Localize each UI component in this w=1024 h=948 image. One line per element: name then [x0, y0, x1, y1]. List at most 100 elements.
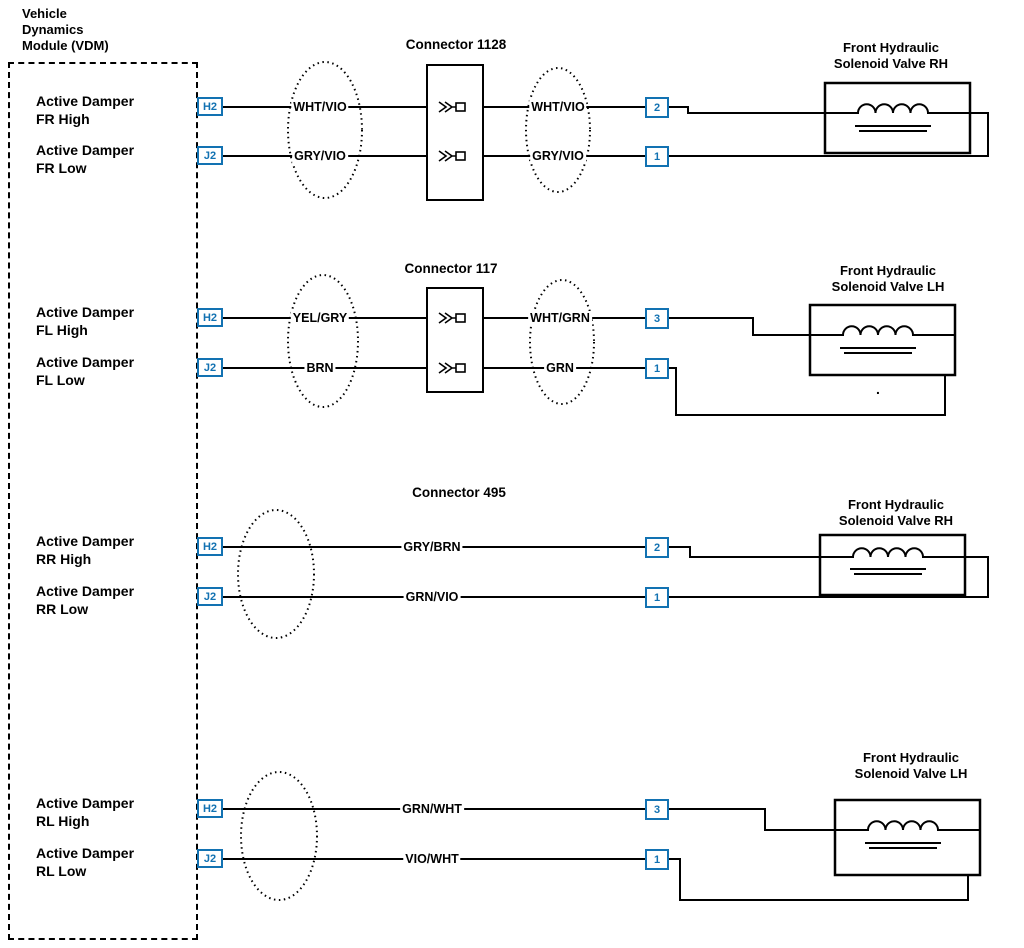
- harness-ellipse: [529, 279, 595, 405]
- signal-line: RL High: [36, 813, 90, 829]
- connector-117-label: Connector 117: [404, 261, 498, 276]
- signal-line: RR High: [36, 551, 92, 567]
- coil-icon: [810, 325, 955, 354]
- vdm-module-boundary: [8, 62, 198, 940]
- wire-label-fr-low-right: GRY/VIO: [530, 149, 586, 164]
- harness-ellipse: [287, 61, 363, 199]
- wire-label-rr-low: GRN/VIO: [403, 590, 461, 605]
- signal-line: Active Damper: [36, 354, 135, 370]
- signal-line: Active Damper: [36, 304, 135, 320]
- terminal-symbol: [438, 150, 456, 162]
- valve-label-fr: Front Hydraulic Solenoid Valve RH: [834, 40, 948, 72]
- signal-line: RR Low: [36, 601, 89, 617]
- signal-label-fr-low: Active Damper FR Low: [36, 141, 134, 177]
- connector-1128-label: Connector 1128: [405, 37, 507, 52]
- valve-pin-rl-low: 1: [645, 849, 669, 870]
- module-title: Vehicle Dynamics Module (VDM): [22, 6, 109, 54]
- terminal-symbol: [438, 312, 456, 324]
- harness-ellipse: [525, 67, 591, 193]
- harness-ellipse: [287, 274, 359, 408]
- terminal-symbol: [455, 363, 466, 373]
- wire-label-fl-high-right: WHT/GRN: [528, 311, 592, 326]
- valve-label-line: Solenoid Valve LH: [831, 279, 945, 294]
- signal-label-fl-low: Active Damper FL Low: [36, 353, 134, 389]
- valve-box-rr: [818, 533, 967, 597]
- valve-label-line: Front Hydraulic: [847, 497, 945, 512]
- valve-box-rl: [833, 798, 982, 877]
- signal-line: FL High: [36, 322, 88, 338]
- wire-rl-low: [223, 858, 969, 901]
- module-title-line: Module (VDM): [22, 38, 109, 53]
- valve-label-line: Solenoid Valve LH: [854, 766, 968, 781]
- wire-label-fr-low-left: GRY/VIO: [292, 149, 348, 164]
- signal-label-rl-high: Active Damper RL High: [36, 794, 134, 830]
- signal-line: Active Damper: [36, 533, 135, 549]
- vdm-pin-fl-low: J2: [197, 358, 223, 377]
- valve-pin-rl-high: 3: [645, 799, 669, 820]
- vdm-pin-rl-low: J2: [197, 849, 223, 868]
- solenoid-valve-boxes: [808, 81, 982, 877]
- connector-boxes: [426, 64, 484, 393]
- signal-line: Active Damper: [36, 583, 135, 599]
- module-title-line: Vehicle: [22, 6, 67, 21]
- wire-label-rr-high: GRY/BRN: [401, 540, 463, 555]
- valve-box-fl: [808, 303, 957, 377]
- valve-pin-rr-high: 2: [645, 537, 669, 558]
- wire-label-rl-high: GRN/WHT: [400, 802, 464, 817]
- harness-ellipses: [237, 61, 595, 901]
- terminal-symbol: [455, 151, 466, 161]
- module-title-line: Dynamics: [22, 22, 84, 37]
- signal-label-rr-low: Active Damper RR Low: [36, 582, 134, 618]
- signal-line: Active Damper: [36, 845, 135, 861]
- valve-label-rr: Front Hydraulic Solenoid Valve RH: [839, 497, 953, 529]
- valve-label-rl: Front Hydraulic Solenoid Valve LH: [855, 750, 968, 782]
- valve-pin-fr-high: 2: [645, 97, 669, 118]
- coil-icon: [835, 820, 980, 849]
- valve-pin-fl-low: 1: [645, 358, 669, 379]
- valve-label-line: Front Hydraulic: [862, 750, 960, 765]
- valve-pin-fr-low: 1: [645, 146, 669, 167]
- wire-label-fl-low-right: GRN: [544, 361, 576, 376]
- wire-label-rl-low: VIO/WHT: [403, 852, 461, 867]
- valve-pin-rr-low: 1: [645, 587, 669, 608]
- solenoid-coil-symbols: [810, 103, 980, 849]
- connector-117-box: [426, 287, 484, 393]
- terminal-symbol: [455, 102, 466, 112]
- valve-pin-fl-high: 3: [645, 308, 669, 329]
- wire-rr-high: [223, 546, 820, 558]
- wire-rr-low: [223, 556, 989, 598]
- signal-label-rl-low: Active Damper RL Low: [36, 844, 134, 880]
- signal-line: Active Damper: [36, 142, 135, 158]
- vdm-pin-fr-low: J2: [197, 146, 223, 165]
- stray-period-mark: .: [876, 381, 880, 397]
- harness-ellipse: [240, 771, 318, 901]
- valve-label-line: Front Hydraulic: [839, 263, 937, 278]
- wire-label-fl-low-left: BRN: [304, 361, 336, 376]
- connector-495-label: Connector 495: [412, 485, 506, 500]
- terminal-symbol: [455, 313, 466, 323]
- harness-ellipse: [237, 509, 315, 639]
- wire-label-fl-high-left: YEL/GRY: [290, 311, 350, 326]
- signal-line: FL Low: [36, 372, 85, 388]
- signal-label-fr-high: Active Damper FR High: [36, 92, 134, 128]
- vdm-pin-rl-high: H2: [197, 799, 223, 818]
- coil-icon: [820, 547, 965, 575]
- vdm-pin-fr-high: H2: [197, 97, 223, 116]
- connector-terminal-symbols: [438, 101, 466, 374]
- connector-1128-box: [426, 64, 484, 201]
- signal-line: FR High: [36, 111, 90, 127]
- signal-label-fl-high: Active Damper FL High: [36, 303, 134, 339]
- valve-label-fl: Front Hydraulic Solenoid Valve LH: [832, 263, 945, 295]
- terminal-symbol: [438, 362, 456, 374]
- valve-box-fr: [823, 81, 972, 155]
- terminal-symbol: [438, 101, 456, 113]
- valve-label-line: Solenoid Valve RH: [833, 56, 949, 71]
- signal-line: Active Damper: [36, 93, 135, 109]
- valve-label-line: Solenoid Valve RH: [838, 513, 954, 528]
- vdm-pin-fl-high: H2: [197, 308, 223, 327]
- signal-line: Active Damper: [36, 795, 135, 811]
- wire-label-fr-high-right: WHT/VIO: [529, 100, 587, 115]
- wire-label-fr-high-left: WHT/VIO: [291, 100, 349, 115]
- vdm-pin-rr-low: J2: [197, 587, 223, 606]
- coil-icon: [825, 103, 970, 132]
